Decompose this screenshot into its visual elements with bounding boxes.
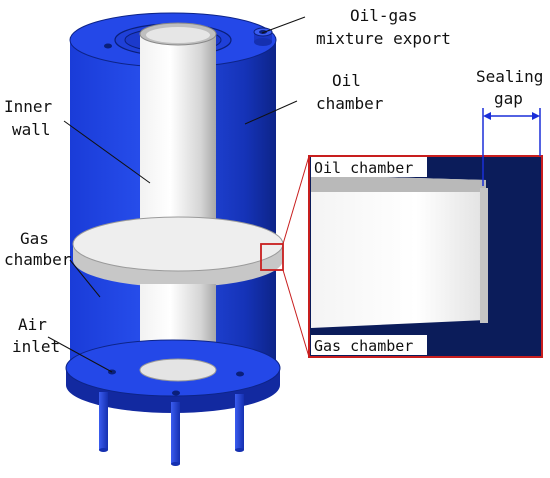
label-gas-chamber-line2: chamber — [4, 250, 72, 269]
label-oil-chamber-line1: Oil — [332, 71, 361, 90]
label-sealing-gap-line1: Sealing — [476, 67, 543, 86]
leader-lines — [47, 16, 306, 373]
label-air-inlet-line2: inlet — [12, 337, 60, 356]
label-oil-gas-export-line1: Oil-gas — [350, 6, 417, 25]
inset-oil-chamber-label: Oil chamber — [314, 159, 413, 177]
oil-gas-export-port — [253, 27, 273, 46]
detail-highlight-box — [260, 243, 284, 271]
label-oil-chamber-line2: chamber — [316, 94, 384, 113]
label-inner-wall-line1: Inner — [4, 97, 53, 116]
sealing-gap-dimension — [482, 108, 541, 186]
inset-gas-chamber-label: Gas chamber — [314, 337, 413, 355]
label-oil-gas-export-line2: mixture export — [316, 29, 451, 48]
bottom-plate — [65, 339, 281, 413]
inset-wall — [311, 175, 486, 328]
gas-chamber-disk — [72, 216, 284, 287]
legs — [99, 392, 244, 466]
label-gas-chamber-line1: Gas — [20, 229, 49, 248]
zoom-lines — [282, 155, 310, 358]
detail-inset: Oil chamber Gas chamber — [308, 155, 543, 358]
label-inner-wall-line2: wall — [12, 120, 51, 139]
label-air-inlet-line1: Air — [18, 315, 47, 334]
separator-vessel — [65, 12, 284, 466]
callout-labels: Oil-gas mixture export Oil chamber Seali… — [4, 6, 543, 356]
label-sealing-gap-line2: gap — [494, 89, 523, 108]
